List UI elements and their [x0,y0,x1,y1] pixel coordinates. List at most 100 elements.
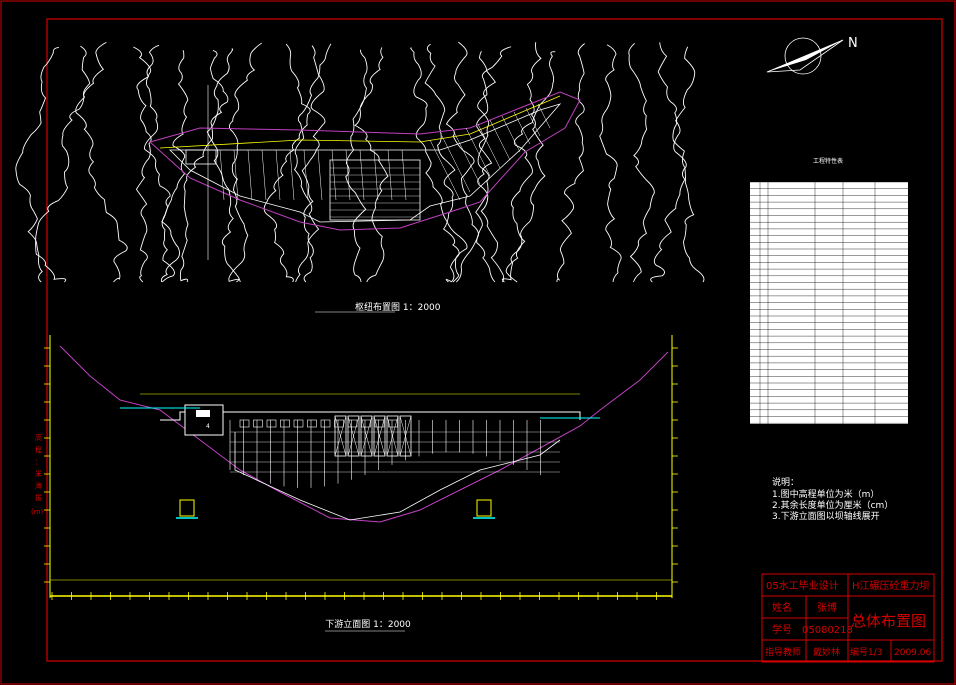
contour-line [445,41,479,283]
block-number-box [361,419,371,428]
tb-date: 2009.06 [894,648,931,658]
note-line-2: 2.其余长度单位为厘米（cm） [772,499,893,511]
contour-line [354,47,389,283]
block-number-box [320,419,331,428]
contour-line [228,42,262,283]
axis-label-char-4: 米 [35,469,42,478]
table-body [750,182,908,424]
contour-line [650,42,686,283]
block-number-box [374,419,385,428]
block-number-box [253,419,263,428]
elev-axis-ticks [44,347,678,600]
contour-line [505,51,556,283]
drawing-notes: 说明： 1.图中高程单位为米（m） 2.其余长度单位为厘米（cm） 3.下游立面… [772,476,893,522]
plan-joint [289,149,295,201]
axis-label-char-5: 海 [35,481,42,490]
contour-line [293,43,332,283]
note-line-1: 1.图中高程单位为米（m） [772,488,879,500]
plan-spillway-stilling-basin [329,159,421,221]
plan-joint [233,149,239,201]
plan-title: 枢纽布置图 1：2000 [355,301,441,313]
intake-tower-elevation [184,404,224,436]
elevation-axis-label: 高 程 ： 米 海 拔 (m) [31,433,44,516]
engineering-property-table: 工程特性表 [750,157,908,424]
title-block: 05水工毕业设计 H江碾压砼重力坝 姓名 张博 学号 05080218 总体布置… [761,573,935,663]
contour-line [35,41,107,283]
gate-cross [399,415,412,457]
plan-right-bank-joint [453,131,481,185]
note-line-3: 3.下游立面图以坝轴线展开 [772,510,880,522]
north-label: N [848,36,858,51]
contour-line [501,42,546,283]
plan-right-bank-joint [477,123,501,169]
plan-right-bank-joint [537,103,551,129]
gate-cross [360,415,373,457]
ground-profile [59,345,669,523]
spillway-gate [373,415,386,457]
downstream-elevation-view: 4 下游立面图 1：2000 [44,335,678,632]
intake-tower-gate [196,410,210,417]
plan-spillway-blocks [219,103,551,218]
plan-joint [303,149,309,201]
contour-line [135,44,160,283]
tb-project: 05水工毕业设计 [766,579,839,592]
plan-right-bank-joint [525,107,541,137]
contour-line [556,43,585,283]
block-number-box [239,419,250,428]
tb-drawing-title: 总体布置图 [851,612,926,630]
spillway-gate [399,415,412,457]
contour-line [599,44,622,283]
table-grid-lines [750,181,908,424]
plan-joint [247,149,253,201]
elevation-title: 下游立面图 1：2000 [325,618,411,630]
contour-line [628,42,655,283]
tb-dam-name: H江碾压砼重力坝 [852,579,930,592]
plan-joint [317,149,323,201]
left-diversion-tunnel [179,499,195,517]
tb-advisor-value: 戴妙林 [813,646,840,658]
tb-id-label: 学号 [772,623,792,636]
spillway-gate [360,415,373,457]
axis-label-char-1: 高 [35,433,42,442]
spillway-gate [386,415,399,457]
plan-intake-tower [185,149,217,165]
contour-line [206,48,241,283]
plan-right-bank-joint [489,119,511,161]
table-title: 工程特性表 [813,157,843,165]
block-number-box [334,419,344,428]
contour-line [424,43,460,283]
block-number-box [293,419,304,428]
dam-monolith-blocks [229,419,560,488]
right-diversion-tunnel [476,499,492,517]
plan-right-bank-joint [429,139,461,201]
notes-heading: 说明： [772,476,799,488]
contour-line [161,50,189,283]
plan-right-bank-joint [501,115,521,153]
contour-line [345,49,368,283]
plan-right-bank-joint [513,111,531,145]
gate-cross [373,415,386,457]
axis-label-char-3: ： [35,458,42,466]
dam-foundation-line [234,432,561,521]
block-number-box [266,419,277,428]
tb-number: 编号1/3 [850,646,883,658]
plan-dam-body [169,103,562,223]
contour-line [301,45,326,283]
tb-id-value: 05080218 [802,625,853,636]
plan-joint [261,149,267,201]
plan-joint [219,149,225,201]
dam-crest [160,411,581,421]
plan-joint [275,149,281,201]
plan-right-bank-joint [441,135,471,193]
contour-line [263,43,311,283]
gate-cross [386,415,399,457]
drawing-border [46,18,943,662]
block-number-box [388,419,398,428]
plan-dam-axis [159,95,561,149]
spillway-gates [334,415,412,457]
plan-dam-outline [148,91,581,231]
tb-name-label: 姓名 [772,601,792,614]
tb-name-value: 张博 [817,601,837,614]
